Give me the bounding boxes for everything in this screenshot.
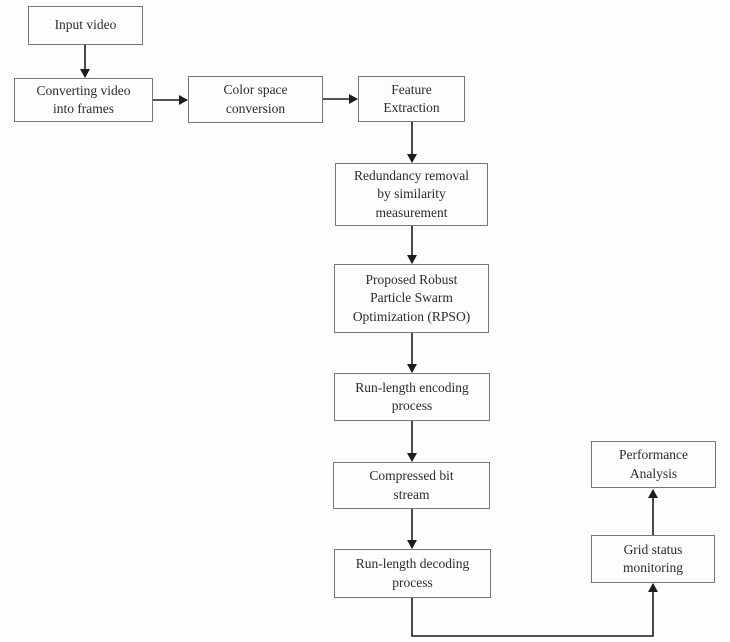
node-run-length-encoding-label: Run-length encoding process [355,379,469,413]
node-feature-extraction: Feature Extraction [358,76,465,122]
node-run-length-decoding-label: Run-length decoding process [355,556,470,590]
node-converting-video-into-frames: Converting video into frames [14,78,153,122]
node-color-space-label: Color space conversion [223,82,288,116]
node-compressed-bit-stream-label: Compressed bit stream [369,468,454,502]
node-input-video: Input video [28,6,143,45]
node-grid-status-monitoring-label: Grid status monitoring [623,541,683,575]
node-input-video-label: Input video [54,17,117,33]
node-converting-video-label: Converting video into frames [36,82,131,116]
node-run-length-encoding: Run-length encoding process [334,373,490,421]
node-feature-extraction-label: Feature Extraction [383,81,440,115]
node-grid-status-monitoring: Grid status monitoring [591,535,715,583]
node-rpso-label: Proposed Robust Particle Swarm Optimizat… [352,272,471,324]
node-performance-analysis-label: Performance Analysis [619,447,688,481]
node-rpso: Proposed Robust Particle Swarm Optimizat… [334,264,489,333]
node-run-length-decoding: Run-length decoding process [334,549,491,598]
node-color-space-conversion: Color space conversion [188,76,323,123]
node-redundancy-removal-label: Redundancy removal by similarity measure… [353,168,470,220]
node-redundancy-removal: Redundancy removal by similarity measure… [335,163,488,226]
node-compressed-bit-stream: Compressed bit stream [333,462,490,509]
node-performance-analysis: Performance Analysis [591,441,716,488]
